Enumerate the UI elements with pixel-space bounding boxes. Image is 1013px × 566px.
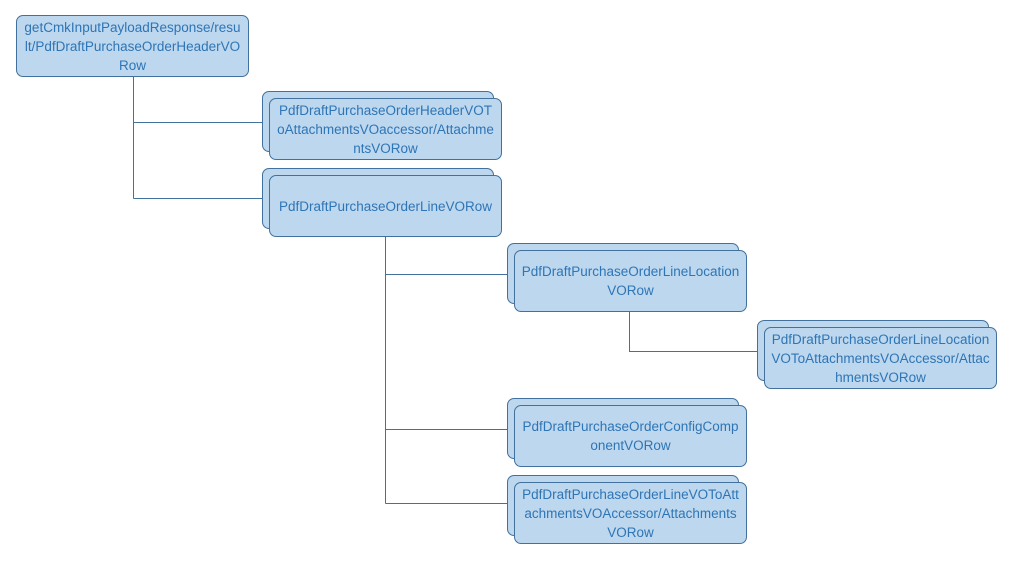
node-line-location-attachments: PdfDraftPurchaseOrderLineLocationVOToAtt…	[757, 320, 997, 389]
node-line-location-label: PdfDraftPurchaseOrderLineLocationVORow	[514, 250, 747, 312]
connector-line-location-to-attachments	[629, 312, 758, 352]
node-line-location-attachments-label: PdfDraftPurchaseOrderLineLocationVOToAtt…	[764, 327, 997, 389]
node-line: PdfDraftPurchaseOrderLineVORow	[262, 168, 502, 237]
node-line-attachments: PdfDraftPurchaseOrderLineVOToAttachments…	[507, 475, 747, 544]
node-line-attachments-label: PdfDraftPurchaseOrderLineVOToAttachments…	[514, 482, 747, 544]
node-root: getCmkInputPayloadResponse/result/PdfDra…	[16, 15, 249, 77]
node-config-component-label: PdfDraftPurchaseOrderConfigComponentVORo…	[514, 405, 747, 467]
node-root-label: getCmkInputPayloadResponse/result/PdfDra…	[16, 15, 249, 77]
node-header-attachments-label: PdfDraftPurchaseOrderHeaderVOToAttachmen…	[269, 98, 502, 160]
node-header-attachments: PdfDraftPurchaseOrderHeaderVOToAttachmen…	[262, 91, 502, 160]
node-line-label: PdfDraftPurchaseOrderLineVORow	[269, 175, 502, 237]
node-line-location: PdfDraftPurchaseOrderLineLocationVORow	[507, 243, 747, 312]
node-config-component: PdfDraftPurchaseOrderConfigComponentVORo…	[507, 398, 747, 467]
